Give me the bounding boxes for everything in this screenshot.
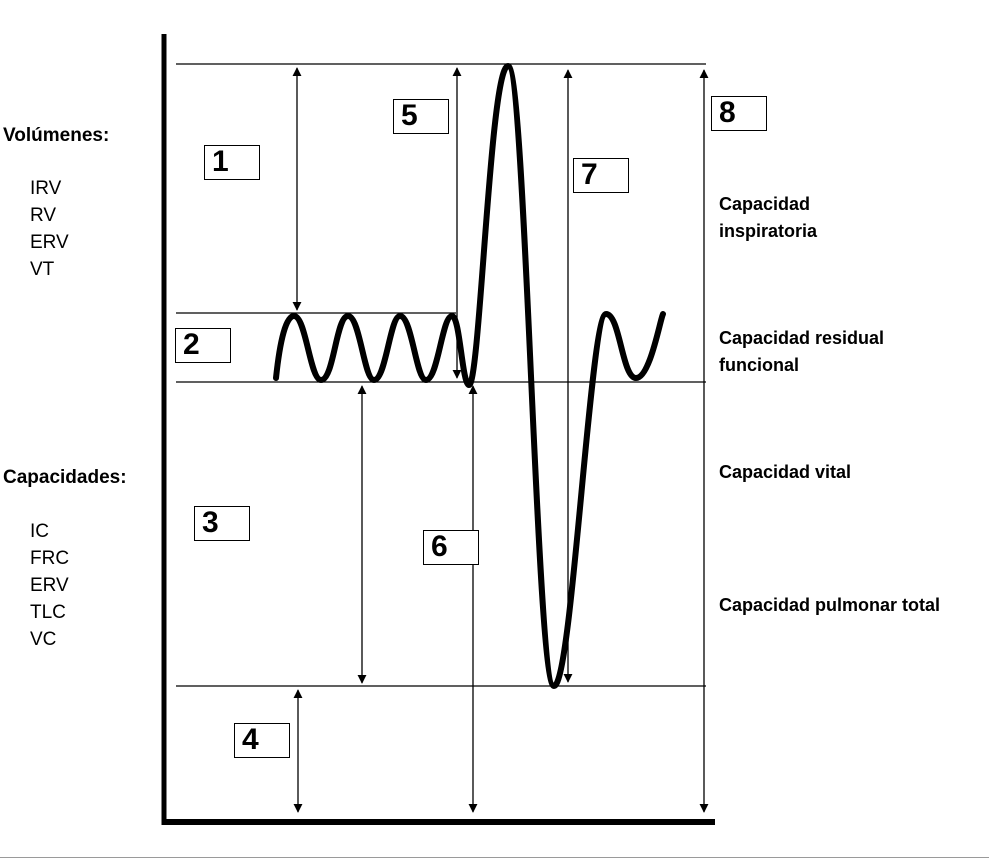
spirogram-trace [273, 63, 666, 689]
number-box-4: 4 [234, 723, 290, 758]
number-box-2: 2 [175, 328, 231, 363]
label-capacidad-inspiratoria: Capacidad inspiratoria [719, 191, 817, 245]
number-box-1: 1 [204, 145, 260, 180]
label-capacidad-residual-funcional: Capacidad residual funcional [719, 325, 884, 379]
bottom-divider [0, 857, 989, 858]
volume-item: IRV [30, 178, 62, 199]
number-box-6: 6 [423, 530, 479, 565]
number-box-8: 8 [711, 96, 767, 131]
label-capacidad-pulmonar-total: Capacidad pulmonar total [719, 595, 941, 615]
capacity-item: VC [30, 629, 57, 650]
number-box-3: 3 [194, 506, 250, 541]
label-line: Capacidad [719, 194, 811, 214]
volume-item: VT [30, 259, 55, 280]
capacity-item: TLC [30, 602, 66, 623]
capacity-item: FRC [30, 548, 70, 569]
label-capacidad-vital: Capacidad vital [719, 462, 852, 482]
capacity-item: IC [30, 521, 49, 542]
capacities-heading: Capacidades: [3, 467, 127, 488]
number-box-7: 7 [573, 158, 629, 193]
label-line: Capacidad residual [719, 328, 885, 348]
capacity-item: ERV [30, 575, 69, 596]
volume-item: RV [30, 205, 57, 226]
label-line: inspiratoria [719, 221, 818, 241]
number-box-5: 5 [393, 99, 449, 134]
label-line: funcional [719, 355, 799, 375]
volume-item: ERV [30, 232, 69, 253]
volumes-heading: Volúmenes: [3, 125, 110, 146]
